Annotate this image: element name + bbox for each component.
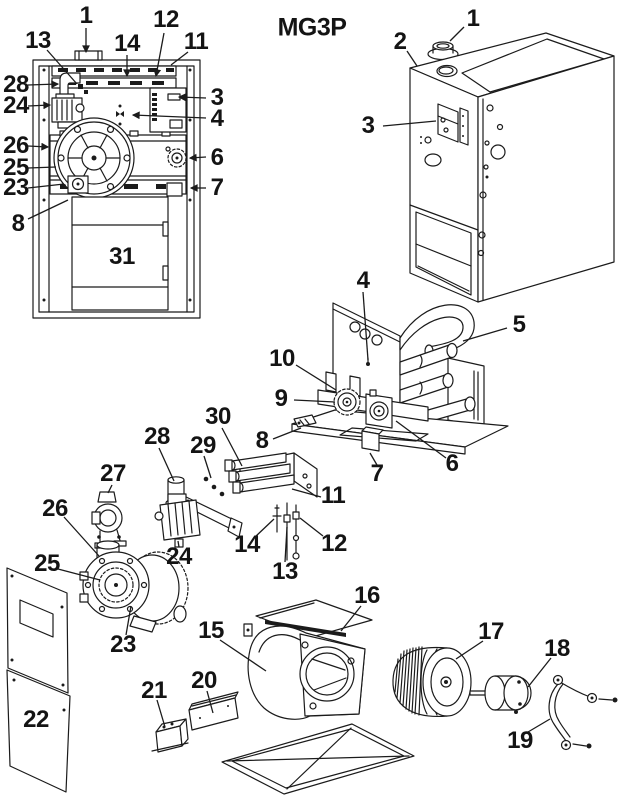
callout-front-26: 26 — [3, 132, 29, 159]
callout-front-28: 28 — [3, 71, 29, 98]
cabinet-leader-lines — [382, 26, 465, 127]
callout-cabinet-1: 1 — [466, 5, 480, 32]
callout-blower-15: 15 — [198, 617, 224, 644]
motor-leader-lines — [527, 657, 552, 733]
callout-front-12: 12 — [153, 6, 179, 33]
burner-leader-lines — [203, 427, 324, 563]
callout-burner-12: 12 — [321, 530, 347, 557]
burner-assembly-diagram — [203, 452, 318, 561]
callout-front-4: 4 — [210, 105, 224, 132]
callout-front-3: 3 — [210, 84, 224, 111]
callout-hx-4: 4 — [356, 267, 370, 294]
callout-hx-6: 6 — [445, 450, 459, 477]
blower-motor-diagram — [469, 674, 618, 751]
callout-burner-27: 27 — [100, 460, 126, 487]
callout-hx-8: 8 — [255, 427, 269, 454]
callout-cabinet-3: 3 — [361, 112, 375, 139]
callout-burner-30: 30 — [205, 403, 231, 430]
callout-burner-14: 14 — [234, 531, 260, 558]
callout-hx-9: 9 — [274, 385, 288, 412]
callout-cabinet-2: 2 — [393, 28, 407, 55]
small-parts-diagram — [91, 476, 243, 549]
front-view-leader-lines — [27, 28, 207, 220]
callout-front-8: 8 — [11, 210, 25, 237]
callout-front-23: 23 — [3, 174, 29, 201]
door-panels-diagram — [6, 567, 71, 793]
callout-blower-16: 16 — [354, 582, 380, 609]
callout-hx-5: 5 — [512, 311, 526, 338]
callout-door-22: 22 — [23, 706, 49, 733]
blower-housing-diagram — [243, 599, 373, 720]
bottom-parts-leader-lines — [156, 690, 214, 728]
callout-burner-29: 29 — [190, 432, 216, 459]
heat-exchanger-diagram — [291, 302, 509, 455]
inducer-assembly-diagram — [79, 540, 189, 633]
callout-hx-7: 7 — [370, 460, 384, 487]
callout-burner-11: 11 — [320, 482, 346, 509]
callout-wheel-17: 17 — [478, 618, 504, 645]
front-view-diagram — [32, 50, 201, 319]
bottom-parts-diagram — [151, 691, 415, 795]
callout-front-13: 13 — [25, 27, 51, 54]
callout-part-21: 21 — [141, 677, 167, 704]
blower-wheel-diagram — [392, 646, 472, 718]
callout-front-31: 31 — [109, 243, 135, 270]
callout-front-24: 24 — [3, 92, 29, 119]
cabinet-diagram — [409, 32, 615, 303]
callout-mount-19: 19 — [507, 727, 533, 754]
callout-inducer-26: 26 — [42, 495, 68, 522]
callout-front-7: 7 — [210, 174, 224, 201]
callout-burner-28: 28 — [144, 423, 170, 450]
blower-housing-leader-lines — [219, 605, 362, 672]
heat-exchanger-leader-lines — [272, 291, 508, 466]
callout-front-25: 25 — [3, 154, 29, 181]
inducer-leader-lines — [57, 516, 132, 636]
callout-burner-13: 13 — [272, 558, 298, 585]
small-parts-leader-lines — [107, 447, 180, 548]
callout-part-20: 20 — [191, 667, 217, 694]
callout-front-6: 6 — [210, 144, 224, 171]
callout-inducer-23: 23 — [110, 631, 136, 658]
callout-front-1: 1 — [79, 2, 93, 29]
callout-burner-24: 24 — [166, 543, 192, 570]
callout-inducer-25: 25 — [34, 550, 60, 577]
callout-front-14: 14 — [114, 30, 140, 57]
callout-motor-18: 18 — [544, 635, 570, 662]
callout-hx-10: 10 — [269, 345, 295, 372]
diagram-title: MG3P — [277, 13, 347, 42]
blower-wheel-leader-lines — [455, 640, 484, 660]
callout-front-11: 11 — [183, 28, 209, 55]
